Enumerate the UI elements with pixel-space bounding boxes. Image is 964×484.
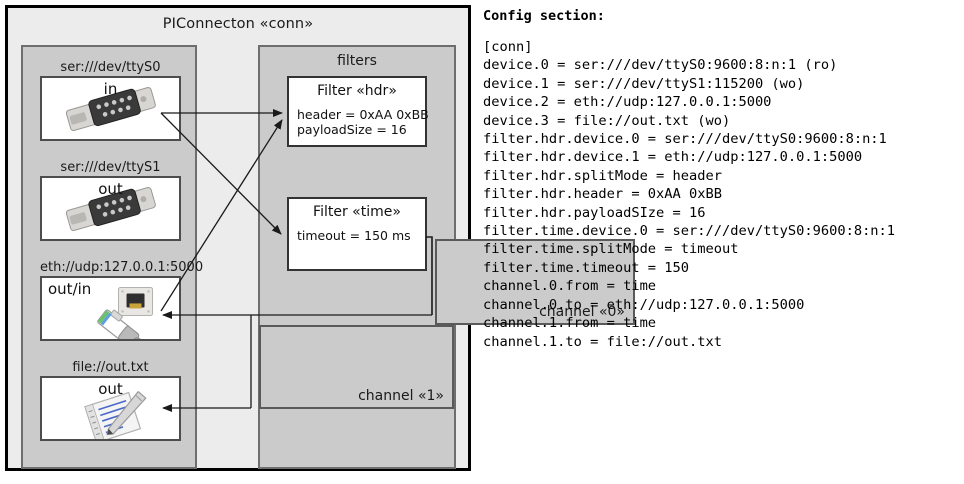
device-caption: ser:///dev/ttyS1 [60, 160, 161, 175]
config-line: channel.1.from = time [483, 315, 657, 332]
channel-label: channel «1» [358, 388, 444, 404]
filter-property: header = 0xAA 0xBB [297, 107, 429, 122]
device-file-out-txt[interactable]: file://out.txt out [40, 359, 181, 441]
filter-hdr[interactable]: Filter «hdr» header = 0xAA 0xBB payloadS… [287, 76, 429, 147]
connector-diagram: PIConnecton «conn» ser:///dev/ttyS0 in [5, 5, 635, 471]
config-line: device.1 = ser:///dev/ttyS1:115200 (wo) [483, 75, 805, 92]
channel-1-box[interactable]: channel «1» [259, 325, 454, 409]
config-section: Config section: [conn] device.0 = ser:///… [483, 8, 953, 351]
device-caption: file://out.txt [72, 360, 149, 375]
filters-panel-title: filters [337, 53, 377, 69]
filter-title: Filter «hdr» [317, 83, 397, 99]
device-caption: eth://udp:127.0.0.1:5000 [40, 260, 204, 275]
config-line: channel.1.to = file://out.txt [483, 333, 722, 350]
config-line: filter.hdr.splitMode = header [483, 167, 722, 184]
serial-port-icon [61, 186, 161, 236]
filter-title: Filter «time» [313, 204, 401, 220]
filter-property: timeout = 150 ms [297, 228, 411, 243]
device-direction-label: out [98, 380, 123, 398]
config-lines: [conn] device.0 = ser:///dev/ttyS0:9600:8… [483, 38, 953, 351]
text-file-icon [75, 390, 159, 439]
ethernet-icon [74, 285, 170, 339]
config-line: filter.time.timeout = 150 [483, 259, 690, 276]
device-direction-label: out [98, 180, 123, 198]
devices-panel: ser:///dev/ttyS0 in [21, 45, 204, 469]
device-box[interactable]: out [40, 176, 181, 241]
config-line: filter.hdr.header = 0xAA 0xBB [483, 186, 722, 203]
filters-panel: filters Filter «hdr» header = 0xAA 0xBB … [258, 45, 635, 469]
channel-0-box[interactable]: channel «0» [435, 239, 635, 325]
config-line: device.0 = ser:///dev/ttyS0:9600:8:n:1 (… [483, 57, 838, 74]
device-ser-ttyS0[interactable]: ser:///dev/ttyS0 in [40, 59, 181, 141]
config-line: [conn] [483, 39, 533, 55]
config-line: device.2 = eth://udp:127.0.0.1:5000 [483, 94, 772, 111]
device-box[interactable]: out [40, 376, 181, 441]
device-caption: ser:///dev/ttyS0 [60, 60, 161, 75]
config-line: filter.hdr.payloadSIze = 16 [483, 204, 706, 221]
device-direction-label: out/in [48, 280, 92, 298]
device-ser-ttyS1[interactable]: ser:///dev/ttyS1 out [40, 159, 181, 241]
config-line: channel.0.to = eth://udp:127.0.0.1:5000 [483, 296, 805, 313]
config-line: filter.time.splitMode = timeout [483, 241, 739, 258]
config-line: filter.time.device.0 = ser:///dev/ttyS0:… [483, 223, 896, 240]
channel-label: channel «0» [539, 304, 625, 320]
config-line: device.3 = file://out.txt (wo) [483, 112, 731, 129]
device-box[interactable]: in [40, 76, 181, 141]
device-eth-udp[interactable]: eth://udp:127.0.0.1:5000 out/in [40, 259, 204, 341]
config-line: channel.0.from = time [483, 278, 657, 295]
config-line: filter.hdr.device.1 = eth://udp:127.0.0.… [483, 149, 863, 166]
filter-property: payloadSize = 16 [297, 122, 407, 137]
filter-properties: header = 0xAA 0xBB payloadSize = 16 [289, 99, 429, 145]
config-heading: Config section: [483, 8, 605, 24]
device-box[interactable]: out/in [40, 276, 181, 341]
diagram-title: PIConnecton «conn» [162, 16, 314, 32]
device-direction-label: in [103, 80, 118, 98]
filter-time[interactable]: Filter «time» timeout = 150 ms [287, 197, 427, 271]
serial-port-icon [61, 86, 161, 136]
filter-properties: timeout = 150 ms [289, 220, 425, 269]
config-line: filter.hdr.device.0 = ser:///dev/ttyS0:9… [483, 131, 887, 148]
